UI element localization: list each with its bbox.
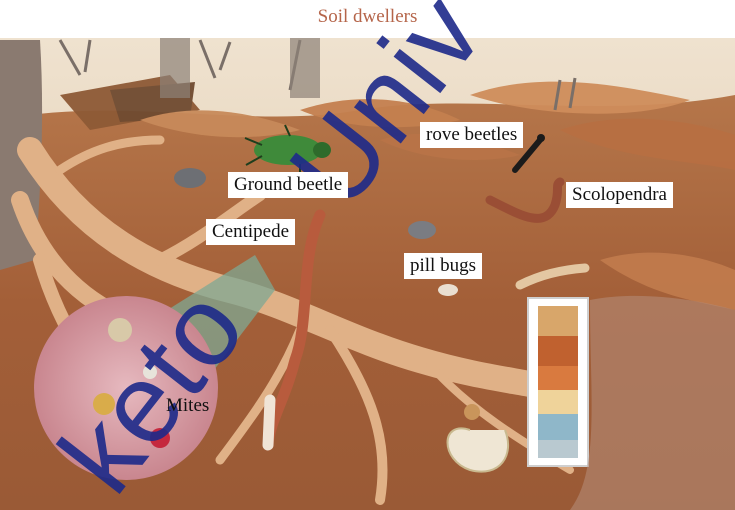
label-ground-beetle: Ground beetle (228, 172, 348, 198)
tree-trunk-back-2 (290, 38, 320, 98)
rock-texture (570, 296, 735, 510)
soil-profile-tube (528, 298, 588, 466)
pill-bug-creature (174, 168, 206, 188)
label-pill-bugs: pill bugs (404, 253, 482, 279)
label-rove-beetles: rove beetles (420, 122, 523, 148)
page-title: Soil dwellers (0, 6, 735, 28)
springtail-creature (438, 284, 458, 296)
tree-trunk-back (160, 38, 190, 98)
label-centipede: Centipede (206, 219, 295, 245)
pill-bug-creature-2 (408, 221, 436, 239)
label-mites: Mites (166, 395, 209, 417)
label-scolopendra: Scolopendra (566, 182, 673, 208)
